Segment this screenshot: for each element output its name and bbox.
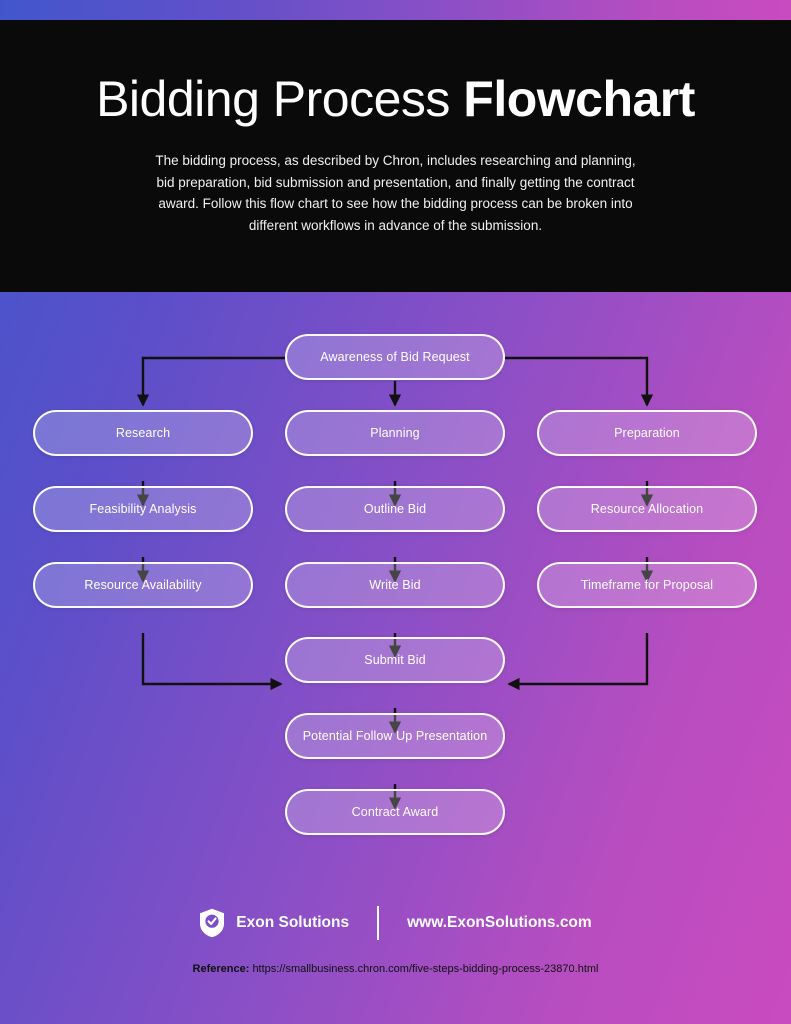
flowchart-connectors — [136, 356, 654, 810]
node-awareness-of-bid-request[interactable]: Awareness of Bid Request — [285, 334, 505, 380]
node-planning[interactable]: Planning — [285, 410, 505, 456]
node-label: Timeframe for Proposal — [580, 578, 714, 592]
node-feasibility-analysis[interactable]: Feasibility Analysis — [33, 486, 253, 532]
node-label: Potential Follow Up Presentation — [302, 729, 488, 743]
node-label: Write Bid — [369, 578, 421, 592]
node-research[interactable]: Research — [33, 410, 253, 456]
node-write-bid[interactable]: Write Bid — [285, 562, 505, 608]
footer-brand-bar: Exon Solutions www.ExonSolutions.com — [0, 898, 791, 948]
page-title-bold: Flowchart — [463, 71, 695, 127]
footer-divider — [377, 906, 380, 940]
node-preparation[interactable]: Preparation — [537, 410, 757, 456]
node-timeframe-for-proposal[interactable]: Timeframe for Proposal — [537, 562, 757, 608]
node-potential-follow-up-presentation[interactable]: Potential Follow Up Presentation — [285, 713, 505, 759]
node-label: Submit Bid — [364, 653, 426, 667]
page-subtitle: The bidding process, as described by Chr… — [155, 153, 636, 233]
top-gradient-strip — [0, 0, 791, 20]
brand-lockup: Exon Solutions — [199, 908, 349, 938]
shield-check-icon — [200, 908, 225, 938]
node-label: Resource Availability — [84, 578, 202, 592]
node-label: Research — [115, 426, 171, 440]
node-submit-bid[interactable]: Submit Bid — [285, 637, 505, 683]
reference-label: Reference: — [192, 963, 250, 975]
node-label: Resource Allocation — [590, 502, 704, 516]
brand-name: Exon Solutions — [236, 914, 350, 931]
website-url[interactable]: www.ExonSolutions.com — [407, 914, 592, 931]
node-resource-availability[interactable]: Resource Availability — [33, 562, 253, 608]
header-panel: Bidding Process Flowchart The bidding pr… — [0, 20, 791, 292]
node-resource-allocation[interactable]: Resource Allocation — [537, 486, 757, 532]
node-contract-award[interactable]: Contract Award — [285, 789, 505, 835]
flowchart: Awareness of Bid Request Research Planni… — [0, 292, 791, 852]
page-title: Bidding Process Flowchart — [0, 74, 791, 124]
node-outline-bid[interactable]: Outline Bid — [285, 486, 505, 532]
node-label: Preparation — [614, 426, 680, 440]
node-label: Awareness of Bid Request — [320, 350, 470, 364]
page-title-light: Bidding Process — [96, 71, 464, 127]
reference-url[interactable]: https://smallbusiness.chron.com/five-ste… — [252, 963, 599, 975]
node-label: Feasibility Analysis — [89, 502, 197, 516]
reference-line: Reference: https://smallbusiness.chron.c… — [0, 963, 791, 975]
node-label: Planning — [370, 426, 420, 440]
node-label: Contract Award — [351, 805, 439, 819]
node-label: Outline Bid — [363, 502, 427, 516]
